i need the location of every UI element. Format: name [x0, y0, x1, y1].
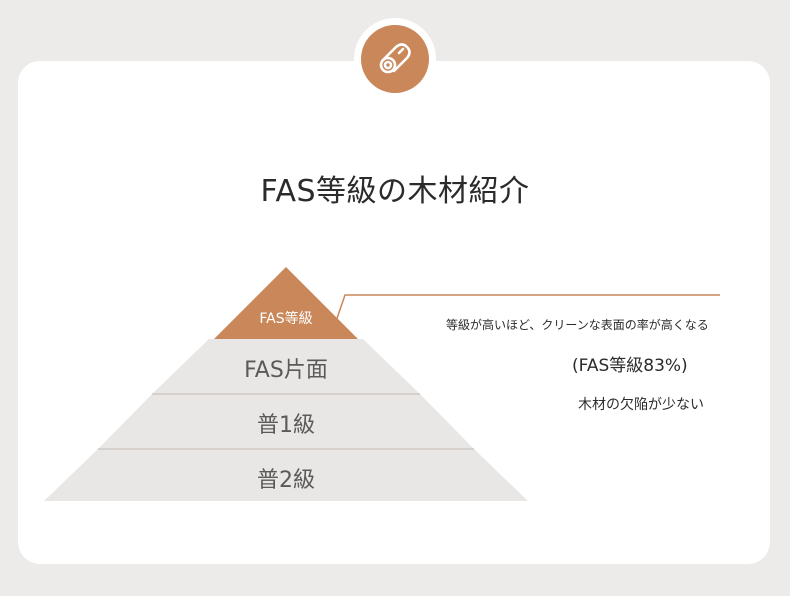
description-line-1: 等級が高いほど、クリーンな表面の率が高くなる — [446, 318, 709, 332]
pyramid-top-label: FAS等級 — [259, 311, 313, 327]
page-title: FAS等級の木材紹介 — [260, 174, 530, 209]
description-line-3: 木材の欠陥が少ない — [578, 397, 704, 413]
pyramid-tier-label: 普1級 — [257, 413, 315, 438]
description-line-2: (FAS等級83%) — [572, 356, 688, 376]
log-icon — [379, 43, 411, 74]
pyramid-tier-fas-one-face — [152, 339, 420, 394]
icon-badge — [361, 25, 429, 93]
pyramid-tier-fas — [214, 267, 358, 339]
pyramid-tier-label: FAS片面 — [244, 358, 328, 383]
pyramid-tier-grade-2 — [44, 449, 528, 501]
pyramid-tier-label: 普2級 — [257, 468, 315, 493]
pyramid-tier-grade-1 — [98, 394, 474, 449]
callout-line — [332, 294, 720, 331]
